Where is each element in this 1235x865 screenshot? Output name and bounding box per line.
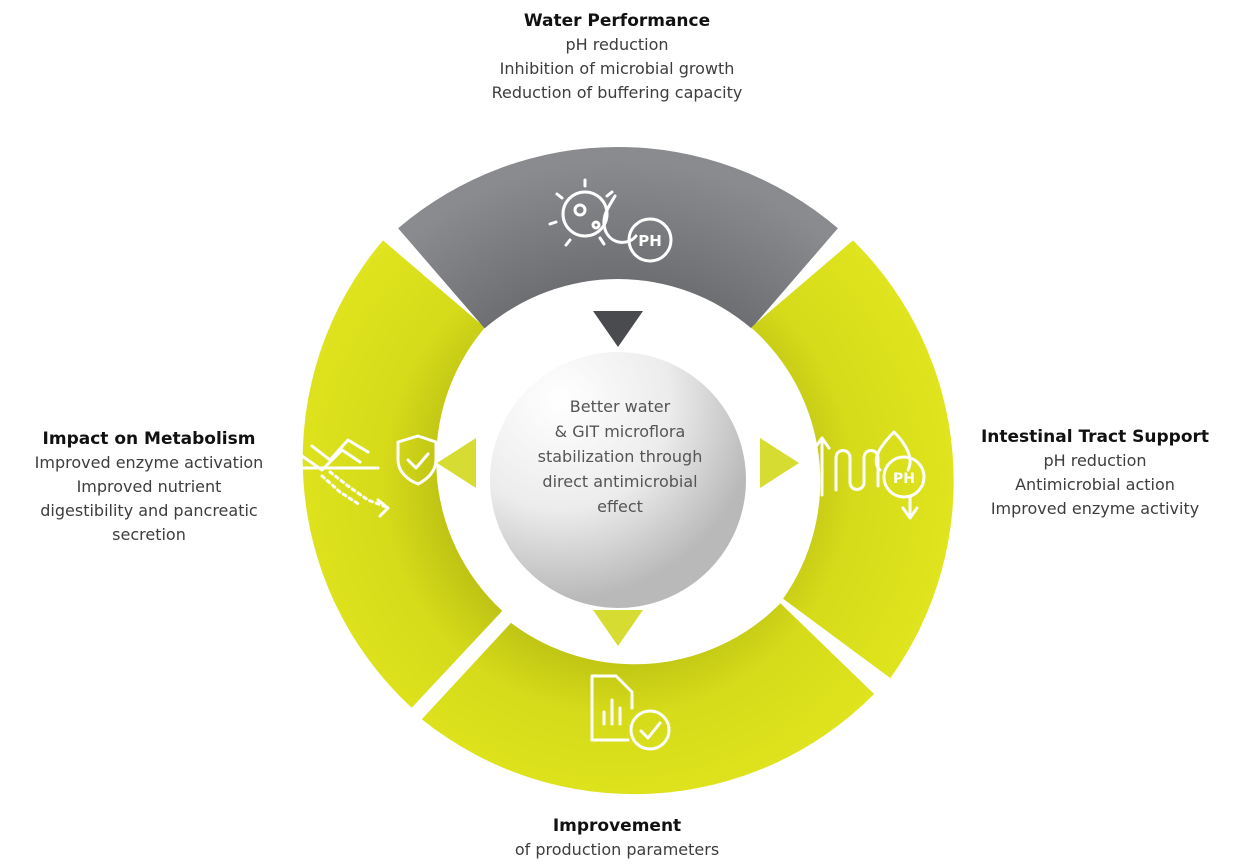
improvement-title: Improvement [552,816,682,836]
water-performance-line-1: pH reduction [565,35,669,54]
report-check-icon [590,674,671,751]
impact-on-metabolism-line-3: digestibility and pancreatic [40,501,258,520]
impact-on-metabolism-line-1: Improved enzyme activation [34,453,264,472]
water-performance-label: Water Performance pH reduction Inhibitio… [417,9,817,105]
water-performance-line-2: Inhibition of microbial growth [499,59,735,78]
improvement-label: Improvement of production parameters [467,814,767,862]
intestinal-tract-support-line-2: Antimicrobial action [1015,475,1175,494]
center-line-2: & GIT microflora [554,422,686,441]
intestinal-tract-support-line-3: Improved enzyme activity [990,499,1200,518]
impact-on-metabolism-line-2: Improved nutrient [76,477,222,496]
segment-top [398,146,838,329]
intestinal-tract-support-line-1: pH reduction [1043,451,1147,470]
pointers [437,311,799,646]
pointer-left-arrow [437,438,476,488]
pointer-right-arrow [760,438,799,488]
intestinal-tract-support-title: Intestinal Tract Support [980,427,1210,447]
arrows-shield-icon [298,434,438,518]
center-line-5: effect [597,497,643,516]
microbe-water-ph-icon [548,178,673,263]
center-line-1: Better water [569,397,671,416]
water-performance-title: Water Performance [523,11,711,31]
segment-right [751,240,954,679]
segment-bottom [421,603,875,795]
improvement-line-1: of production parameters [514,840,720,859]
pointer-bottom-arrow [593,610,643,646]
ph-glyph-top: PH [638,232,662,250]
intestinal-tract-support-label: Intestinal Tract Support pH reduction An… [950,425,1235,521]
center-circle [490,352,746,608]
center-statement: Better water & GIT microflora stabilizat… [520,394,720,519]
center-line-3: stabilization through [537,447,703,466]
water-performance-line-3: Reduction of buffering capacity [491,83,743,102]
intestine-ph-icon [813,430,926,520]
impact-on-metabolism-title: Impact on Metabolism [42,429,256,449]
ph-glyph-right: PH [893,471,915,487]
impact-on-metabolism-line-4: secretion [112,525,186,544]
center-line-4: direct antimicrobial [542,472,698,491]
ring-segments [302,146,954,795]
pointer-top-arrow [593,311,643,347]
impact-on-metabolism-label: Impact on Metabolism Improved enzyme act… [0,427,298,547]
